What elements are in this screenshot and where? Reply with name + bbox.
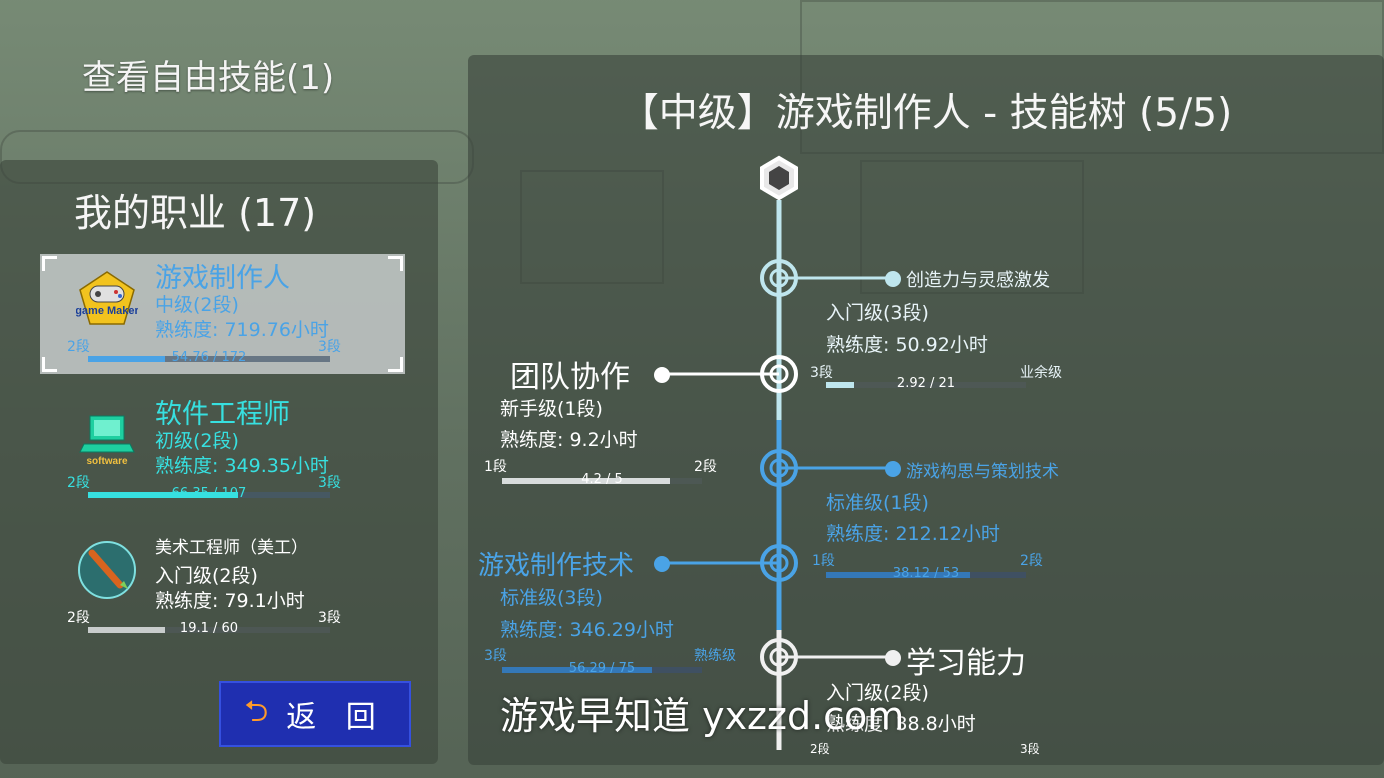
- job-card-art-engineer[interactable]: 美术工程师（美工） 入门级(2段) 熟练度: 79.1小时 2段 3段 19.1…: [40, 525, 405, 645]
- skill-hours: 熟练度: 38.8小时: [826, 713, 976, 735]
- progress-text: 66.35 / 107: [171, 486, 247, 501]
- skill-progress-bar: 56.29 / 75: [502, 661, 702, 676]
- stage-from: 1段: [812, 553, 835, 569]
- stage-to: 3段: [1020, 742, 1040, 756]
- skill-name: 创造力与灵感激发: [906, 270, 1050, 291]
- stage-from: 2段: [67, 475, 90, 491]
- back-arrow-icon: ⮌: [244, 693, 269, 729]
- skill-node[interactable]: [760, 259, 798, 297]
- job-card-game-producer[interactable]: game Maker 游戏制作人 中级(2段) 熟练度: 719.76小时 2段…: [40, 254, 405, 374]
- job-name: 游戏制作人: [155, 263, 290, 294]
- progress-text: 4.2 / 5: [581, 472, 623, 487]
- skill-progress-bar: 38.12 / 53: [826, 566, 1026, 581]
- stage-from: 2段: [67, 339, 90, 355]
- skill-dot: [885, 271, 901, 287]
- progress-text: 54.76 / 172: [171, 350, 247, 365]
- watermark-text: 游戏早知道 yxzzd.com: [500, 694, 905, 738]
- skill-node-core: [769, 553, 789, 573]
- job-progress-bar: 54.76 / 172: [88, 350, 330, 365]
- job-icon-text: software: [86, 456, 128, 466]
- job-hours: 熟练度: 79.1小时: [155, 590, 305, 612]
- stage-from: 1段: [484, 459, 507, 475]
- job-level: 中级(2段): [155, 294, 239, 316]
- skill-tree-title: 【中级】游戏制作人 - 技能树 (5/5): [619, 91, 1233, 136]
- job-hours: 熟练度: 349.35小时: [155, 455, 329, 477]
- skill-name: 游戏制作技术: [478, 551, 635, 581]
- stage-to: 3段: [318, 610, 341, 626]
- skill-level: 标准级(1段): [826, 492, 929, 514]
- gamepad-icon: game Maker: [76, 271, 138, 325]
- job-hours: 熟练度: 719.76小时: [155, 319, 329, 341]
- progress-text: 56.29 / 75: [568, 661, 636, 676]
- skill-tree-panel: [468, 55, 1384, 765]
- job-name: 软件工程师: [155, 399, 290, 430]
- skill-name: 学习能力: [906, 646, 1026, 681]
- skill-level: 标准级(3段): [500, 587, 603, 609]
- corner-decoration: [42, 256, 57, 271]
- skill-level: 新手级(1段): [500, 398, 603, 420]
- corner-decoration: [42, 357, 57, 372]
- skill-name: 游戏构思与策划技术: [906, 462, 1059, 482]
- job-name: 美术工程师（美工）: [155, 538, 308, 558]
- job-progress-bar: 19.1 / 60: [88, 621, 330, 636]
- skill-node[interactable]: [760, 449, 798, 487]
- brush-icon: [78, 541, 136, 599]
- skill-name: 团队协作: [510, 360, 630, 395]
- stage-from: 3段: [810, 365, 833, 381]
- progress-text: 38.12 / 53: [892, 566, 960, 581]
- skill-hours: 熟练度: 50.92小时: [826, 334, 988, 356]
- stage-from: 2段: [67, 610, 90, 626]
- skill-progress-bar: 4.2 / 5: [502, 472, 702, 487]
- skill-hours: 熟练度: 212.12小时: [826, 523, 1000, 545]
- skill-hours: 熟练度: 9.2小时: [500, 429, 638, 451]
- skill-level: 入门级(2段): [826, 682, 929, 704]
- my-jobs-title: 我的职业 (17): [74, 191, 317, 235]
- skill-dot: [654, 367, 670, 383]
- skill-node-core: [769, 268, 789, 288]
- laptop-icon: software: [79, 415, 135, 466]
- progress-text: 19.1 / 60: [179, 621, 239, 636]
- stage-to: 2段: [694, 459, 717, 475]
- skill-level: 入门级(3段): [826, 302, 929, 324]
- skill-node[interactable]: [760, 638, 798, 676]
- view-free-skills-button[interactable]: 查看自由技能(1): [82, 58, 335, 98]
- progress-text: 2.92 / 21: [896, 376, 956, 391]
- root-node-icon: [769, 166, 789, 190]
- progress-fill: [502, 667, 652, 673]
- skill-node-core: [769, 647, 789, 667]
- skill-dot: [885, 461, 901, 477]
- skill-node[interactable]: [760, 544, 798, 582]
- stage-to: 熟练级: [694, 648, 736, 664]
- stage-to: 2段: [1020, 553, 1043, 569]
- back-button[interactable]: ⮌ 返 回: [219, 681, 411, 747]
- skill-progress-bar: 2.92 / 21: [826, 376, 1026, 391]
- job-icon-text: game Maker: [76, 305, 138, 317]
- skill-node-core: [769, 364, 789, 384]
- progress-fill: [88, 627, 165, 633]
- progress-fill: [826, 382, 854, 388]
- job-card-software-engineer[interactable]: software 软件工程师 初级(2段) 熟练度: 349.35小时 2段 3…: [40, 390, 405, 510]
- progress-fill: [826, 572, 970, 578]
- skill-node-core: [769, 458, 789, 478]
- corner-decoration: [388, 357, 403, 372]
- progress-fill: [88, 492, 239, 498]
- back-button-label: 返 回: [286, 700, 386, 735]
- skill-hours: 熟练度: 346.29小时: [500, 619, 674, 641]
- stage-to: 业余级: [1020, 365, 1062, 381]
- progress-fill: [88, 356, 165, 362]
- stage-to: 3段: [318, 339, 341, 355]
- job-progress-bar: 66.35 / 107: [88, 486, 330, 501]
- stage-from: 2段: [810, 742, 830, 756]
- progress-fill: [502, 478, 670, 484]
- corner-decoration: [388, 256, 403, 271]
- stage-from: 3段: [484, 648, 507, 664]
- stage-to: 3段: [318, 475, 341, 491]
- job-level: 入门级(2段): [155, 565, 258, 587]
- job-level: 初级(2段): [155, 430, 239, 452]
- skill-dot: [654, 556, 670, 572]
- skill-dot: [885, 650, 901, 666]
- skill-node[interactable]: [760, 355, 798, 393]
